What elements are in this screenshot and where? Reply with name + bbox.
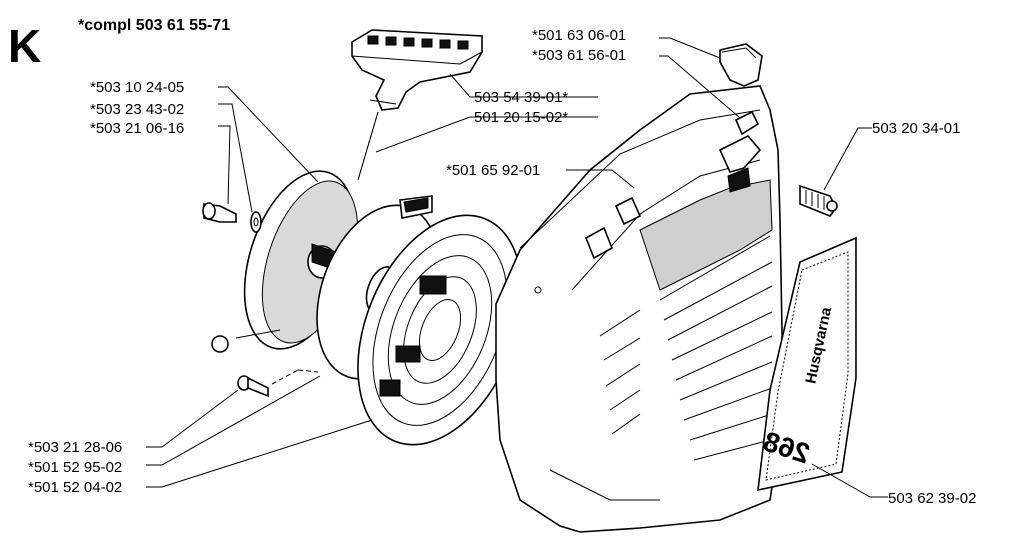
part-label-9: *501 65 92-01 bbox=[446, 162, 540, 179]
part-label-12: *501 52 04-02 bbox=[28, 479, 122, 496]
decal-drawing: Husqvarna 268 bbox=[757, 236, 857, 492]
part-label-2: *503 23 43-02 bbox=[90, 101, 184, 118]
leader-lines bbox=[146, 37, 888, 498]
section-letter: K bbox=[8, 20, 41, 72]
cap-drawing bbox=[719, 43, 763, 87]
starter-handle-drawing bbox=[351, 29, 483, 181]
part-label-10: *503 21 28-06 bbox=[28, 439, 122, 456]
small-screw-drawing bbox=[237, 369, 319, 398]
part-label-3: *503 21 06-16 bbox=[90, 120, 184, 137]
part-label-7: *503 61 56-01 bbox=[532, 47, 626, 64]
part-label-8: 503 20 34-01 bbox=[872, 120, 960, 137]
part-label-6: *501 63 06-01 bbox=[532, 27, 626, 44]
part-label-5: 501 20 15-02* bbox=[474, 109, 568, 126]
part-label-4: 503 54 39-01* bbox=[474, 89, 568, 106]
screw-washer-drawing bbox=[202, 202, 262, 233]
part-label-1: *503 10 24-05 bbox=[90, 79, 184, 96]
part-label-13: 503 62 39-02 bbox=[888, 490, 976, 507]
bolt-drawing bbox=[799, 184, 838, 217]
starter-housing-drawing bbox=[495, 85, 783, 533]
part-label-11: *501 52 95-02 bbox=[28, 459, 122, 476]
assembly-label: *compl 503 61 55-71 bbox=[78, 17, 230, 34]
